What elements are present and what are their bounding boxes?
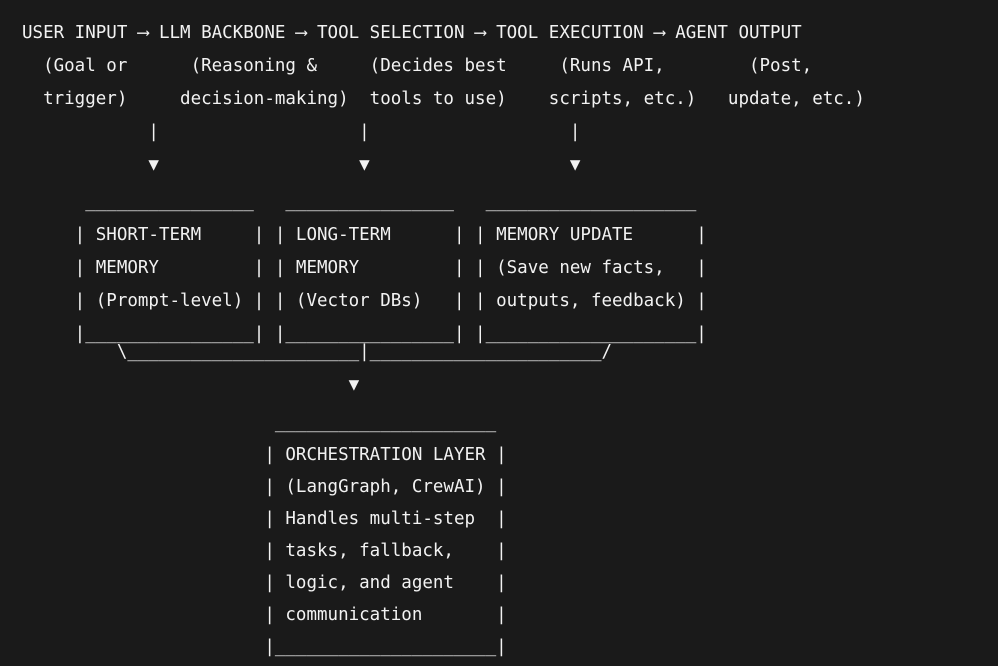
orchestration-line-2: | (LangGraph, CrewAI) |	[22, 477, 507, 497]
orchestration-layer-box: _____________________ | ORCHESTRATION LA…	[22, 407, 507, 663]
orchestration-line-1: | ORCHESTRATION LAYER |	[22, 445, 507, 465]
pipeline-detail-line-1: (Goal or (Reasoning & (Decides best (Run…	[22, 56, 813, 76]
pipeline-to-memory-connectors: | | | ▼ ▼ ▼	[22, 116, 580, 182]
converge-arrowhead: ▼	[22, 375, 360, 395]
converge-line: \______________________|________________…	[22, 342, 613, 362]
memory-boxes-line-3: | (Prompt-level) | | (Vector DBs) | | ou…	[22, 291, 707, 311]
memory-boxes-row: ________________ ________________ ______…	[22, 186, 707, 351]
memory-boxes-top-border: ________________ ________________ ______…	[22, 192, 697, 212]
memory-boxes-bottom-border: |________________| |________________| |_…	[22, 324, 707, 344]
orchestration-line-6: | communication |	[22, 605, 507, 625]
pipeline-detail-line-2: trigger) decision-making) tools to use) …	[22, 89, 865, 109]
orchestration-top-border: _____________________	[22, 413, 497, 433]
memory-boxes-line-1: | SHORT-TERM | | LONG-TERM | | MEMORY UP…	[22, 225, 707, 245]
orchestration-bottom-border: |_____________________|	[22, 637, 507, 657]
connector-stem-line: | | |	[22, 122, 581, 142]
orchestration-line-3: | Handles multi-step |	[22, 509, 507, 529]
pipeline-stage-names-line: USER INPUT ⟶ LLM BACKBONE ⟶ TOOL SELECTI…	[22, 23, 802, 43]
connector-arrowhead-line: ▼ ▼ ▼	[22, 155, 581, 175]
pipeline-flow-row: USER INPUT ⟶ LLM BACKBONE ⟶ TOOL SELECTI…	[22, 17, 865, 116]
memory-to-orchestration-connector: \______________________|________________…	[22, 336, 612, 402]
orchestration-line-4: | tasks, fallback, |	[22, 541, 507, 561]
memory-boxes-line-2: | MEMORY | | MEMORY | | (Save new facts,…	[22, 258, 707, 278]
orchestration-line-5: | logic, and agent |	[22, 573, 507, 593]
